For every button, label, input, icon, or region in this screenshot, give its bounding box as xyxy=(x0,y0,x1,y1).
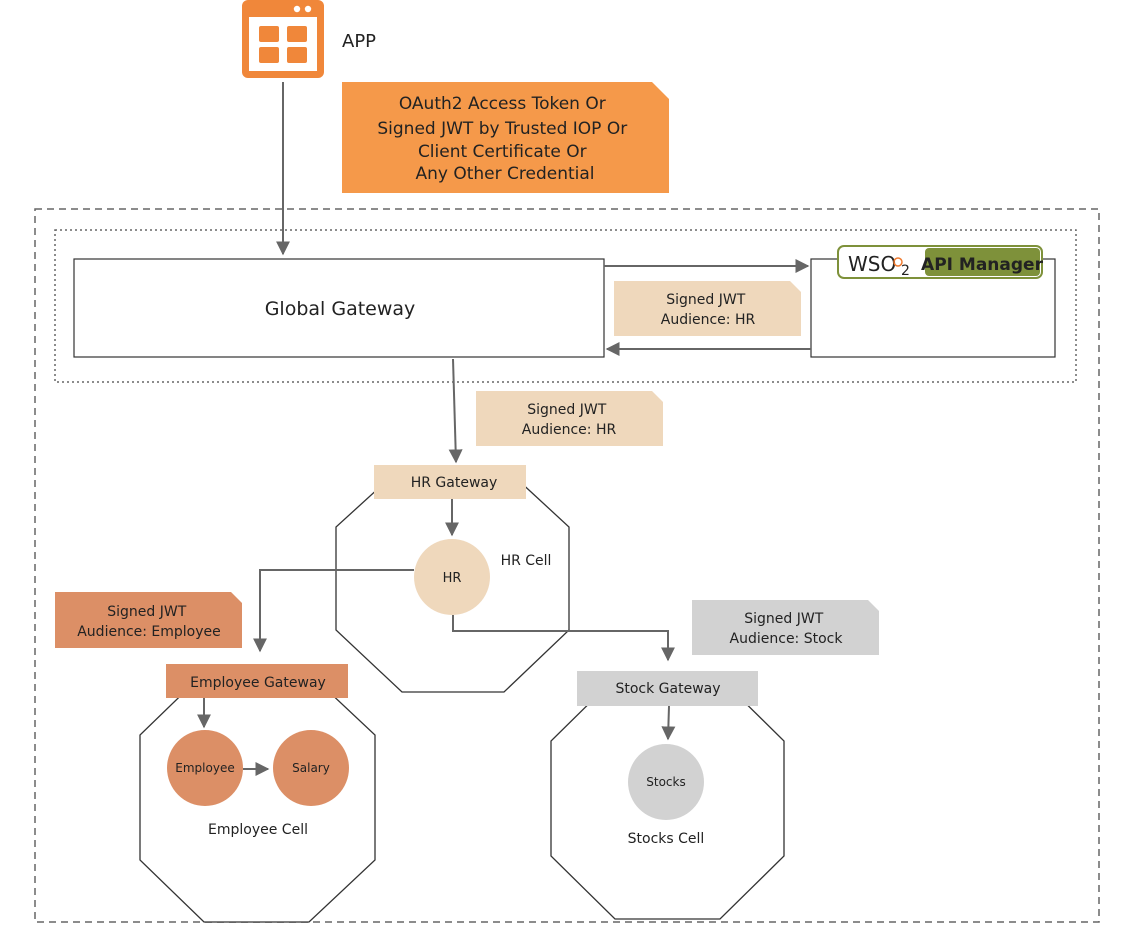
salary-service xyxy=(273,730,349,806)
stock-gateway xyxy=(577,671,758,706)
note-jwt-hr-top-text: Signed JWT Audience: HR xyxy=(661,292,756,328)
hr-gateway-label: HR Gateway xyxy=(411,475,498,491)
note-jwt-stock-text: Signed JWT Audience: Stock xyxy=(730,611,844,647)
wso2-logo: WSO 2 API Manager xyxy=(837,245,1044,279)
note-jwt-employee xyxy=(55,592,242,648)
global-gateway xyxy=(73,258,605,358)
employee-gateway xyxy=(166,664,348,698)
stocks-service-label: Stocks xyxy=(646,775,685,789)
app-label: APP xyxy=(342,31,376,52)
salary-service-label: Salary xyxy=(292,761,330,775)
employee-service xyxy=(167,730,243,806)
outer-boundary xyxy=(34,208,1100,923)
hr-service xyxy=(414,539,490,615)
note-jwt-stock xyxy=(692,600,879,655)
stocks-cell-label: Stocks Cell xyxy=(628,831,705,847)
note-jwt-hr-mid xyxy=(476,391,663,446)
edge-global-to-hr-gateway xyxy=(448,358,463,464)
global-gateway-label: Global Gateway xyxy=(265,298,416,320)
employee-gateway-label: Employee Gateway xyxy=(190,675,326,691)
wso2-logo-sub: 2 xyxy=(901,263,910,279)
gateway-zone-boundary xyxy=(54,229,1077,383)
note-jwt-hr-mid-text: Signed JWT Audience: HR xyxy=(522,402,617,438)
hr-service-label: HR xyxy=(443,571,462,586)
credential-note-text: OAuth2 Access Token Or Signed JWT by Tru… xyxy=(377,94,632,184)
credential-note xyxy=(342,82,669,193)
employee-cell-octagon xyxy=(139,672,376,923)
api-manager-label: API Manager xyxy=(921,255,1044,275)
note-jwt-hr-top xyxy=(614,281,801,336)
app-window-icon xyxy=(242,0,324,78)
hr-cell-label: HR Cell xyxy=(501,553,552,569)
edge-hr-to-stock-gateway xyxy=(452,615,675,662)
employee-cell-label: Employee Cell xyxy=(208,822,308,838)
wso2-logo-text: WSO xyxy=(848,252,896,276)
hr-gateway xyxy=(374,465,526,499)
employee-service-label: Employee xyxy=(175,761,234,775)
edge-hr-to-employee-gateway xyxy=(253,569,414,653)
note-jwt-employee-text: Signed JWT Audience: Employee xyxy=(77,604,221,640)
stock-gateway-label: Stock Gateway xyxy=(615,681,720,697)
stocks-service xyxy=(628,744,704,820)
edge-stock-gateway-to-stocks xyxy=(661,705,676,741)
